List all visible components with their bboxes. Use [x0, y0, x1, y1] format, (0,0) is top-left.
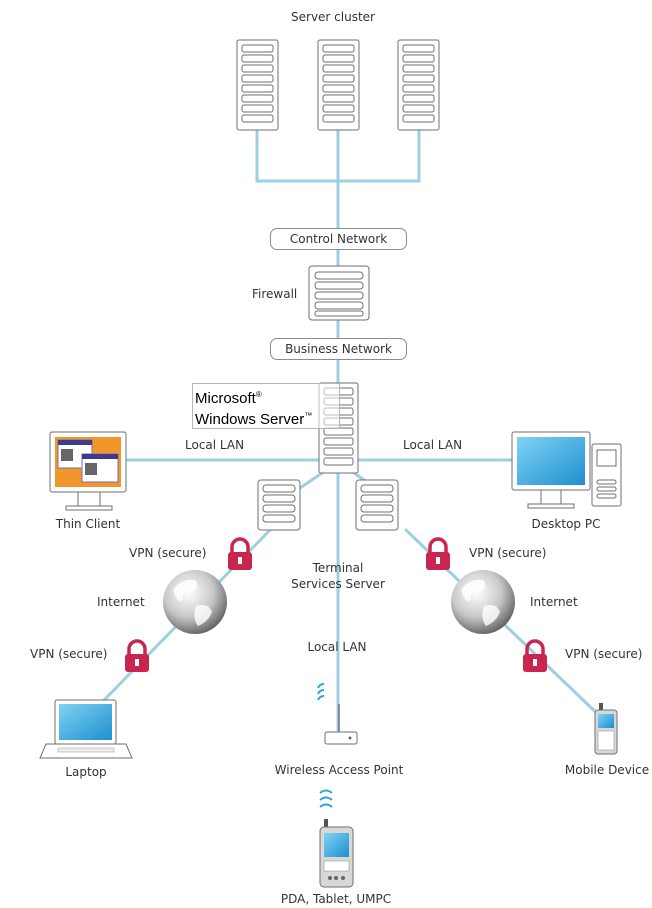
- pda-label: PDA, Tablet, UMPC: [280, 892, 392, 906]
- left-terminal-link: [298, 471, 324, 490]
- wireless-access-point-label: Wireless Access Point: [274, 763, 404, 777]
- pda-icon: [319, 789, 354, 888]
- server-cluster: [236, 39, 440, 131]
- lock-icon-left-top: [228, 537, 252, 570]
- server-icon-2: [317, 39, 360, 131]
- windows-server-text: Windows Server: [195, 411, 305, 428]
- thin-client-icon: [49, 431, 127, 511]
- mobile-device-icon: [594, 703, 618, 755]
- trademark-mark: ™: [304, 411, 313, 420]
- globe-icon-left: [163, 570, 227, 634]
- lock-icon-right-bottom: [523, 639, 547, 672]
- server-cluster-label: Server cluster: [291, 10, 375, 24]
- mobile-device-label: Mobile Device: [564, 763, 650, 777]
- wireless-access-point-icon: [317, 683, 358, 745]
- vpn-left-bottom-label: VPN (secure): [30, 647, 108, 661]
- lock-icon-right-top: [426, 537, 450, 570]
- internet-left-label: Internet: [97, 595, 145, 609]
- globe-icon-right: [451, 570, 515, 634]
- server-icon-1: [236, 39, 279, 131]
- terminal-server-right-icon: [355, 479, 399, 531]
- control-network-label: Control Network: [270, 228, 407, 250]
- registered-mark: ®: [255, 390, 262, 399]
- local-lan-right-label: Local LAN: [403, 438, 463, 452]
- laptop-icon: [39, 699, 133, 759]
- terminal-server-left-icon: [257, 479, 301, 531]
- desktop-pc-label: Desktop PC: [531, 517, 601, 531]
- business-network-label: Business Network: [270, 338, 407, 360]
- vpn-right-bottom-label: VPN (secure): [565, 647, 643, 661]
- local-lan-center-label: Local LAN: [307, 640, 367, 654]
- thin-client-label: Thin Client: [55, 517, 121, 531]
- server-icon-3: [397, 39, 440, 131]
- firewall-icon: [308, 265, 370, 321]
- vpn-left-top-label: VPN (secure): [129, 546, 207, 560]
- desktop-pc-icon: [511, 431, 622, 509]
- lock-icon-left-bottom: [125, 639, 149, 672]
- laptop-label: Laptop: [65, 765, 107, 779]
- vpn-right-top-label: VPN (secure): [469, 546, 547, 560]
- terminal-label-line2: Services Server: [291, 577, 385, 591]
- internet-right-label: Internet: [530, 595, 578, 609]
- microsoft-text: Microsoft: [195, 390, 256, 407]
- windows-server-caption: Microsoft® Windows Server™: [192, 383, 340, 429]
- firewall-label: Firewall: [252, 287, 298, 301]
- local-lan-left-label: Local LAN: [185, 438, 245, 452]
- terminal-label-line1: Terminal: [312, 561, 364, 575]
